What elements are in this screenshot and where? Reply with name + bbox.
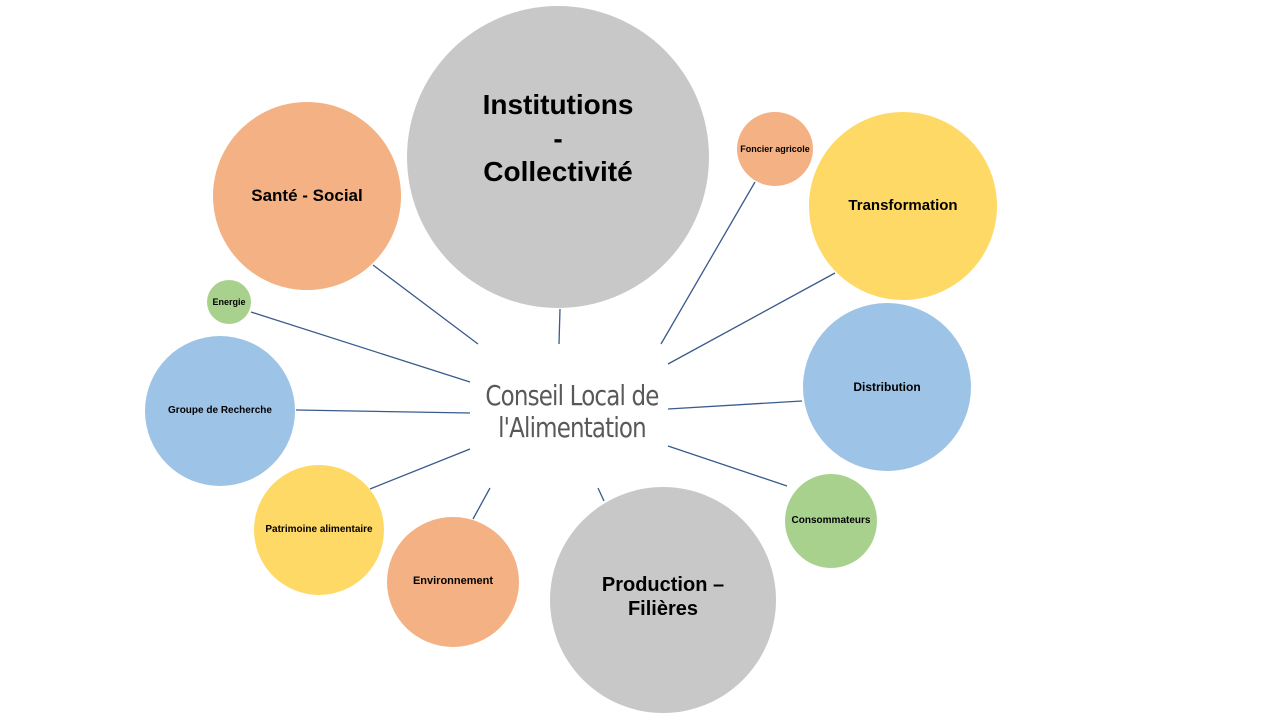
distribution-label: Distribution (853, 379, 921, 394)
connector-groupe-recherche (295, 409, 471, 414)
node-energie: Energie (207, 280, 251, 324)
connector-transformation (667, 272, 836, 365)
connector-institutions (558, 308, 561, 345)
connector-distribution (667, 400, 803, 410)
node-production-filieres: Production – Filières (550, 487, 776, 713)
production-line2: Filières (627, 598, 699, 620)
center-title-line2: l'Alimentation (498, 411, 647, 444)
node-distribution: Distribution (803, 303, 971, 471)
node-institutions-collectivite: Institutions - Collectivité (407, 6, 709, 308)
center-title-line1: Conseil Local de (485, 379, 659, 412)
connector-production (597, 487, 605, 502)
sante-social-label: Santé - Social (251, 185, 363, 205)
connector-energie (250, 311, 471, 383)
groupe-recherche-label: Groupe de Recherche (168, 405, 272, 416)
connector-environnement (472, 487, 491, 520)
energie-label: Energie (212, 296, 246, 307)
connector-consommateurs (667, 445, 788, 487)
transformation-label: Transformation (848, 197, 958, 214)
node-foncier-agricole: Foncier agricole (737, 112, 813, 186)
institutions-line2: - (553, 122, 563, 154)
connector-sante-social (372, 264, 479, 345)
connector-patrimoine (369, 448, 471, 490)
consommateurs-label: Consommateurs (791, 515, 871, 526)
node-consommateurs: Consommateurs (785, 474, 877, 568)
node-groupe-recherche: Groupe de Recherche (145, 336, 295, 486)
environnement-label: Environnement (412, 575, 494, 588)
center-title: Conseil Local de l'Alimentation (482, 380, 662, 444)
production-line1: Production – (601, 574, 725, 596)
institutions-line1: Institutions (482, 89, 634, 120)
connector-foncier-agricole (660, 181, 756, 345)
node-transformation: Transformation (809, 112, 997, 300)
patrimoine-alimentaire-label: Patrimoine alimentaire (265, 524, 373, 535)
node-sante-social: Santé - Social (213, 102, 401, 290)
foncier-agricole-label: Foncier agricole (740, 143, 810, 154)
institutions-line3: Collectivité (483, 156, 633, 188)
node-patrimoine-alimentaire: Patrimoine alimentaire (254, 465, 384, 595)
node-environnement: Environnement (387, 517, 519, 647)
